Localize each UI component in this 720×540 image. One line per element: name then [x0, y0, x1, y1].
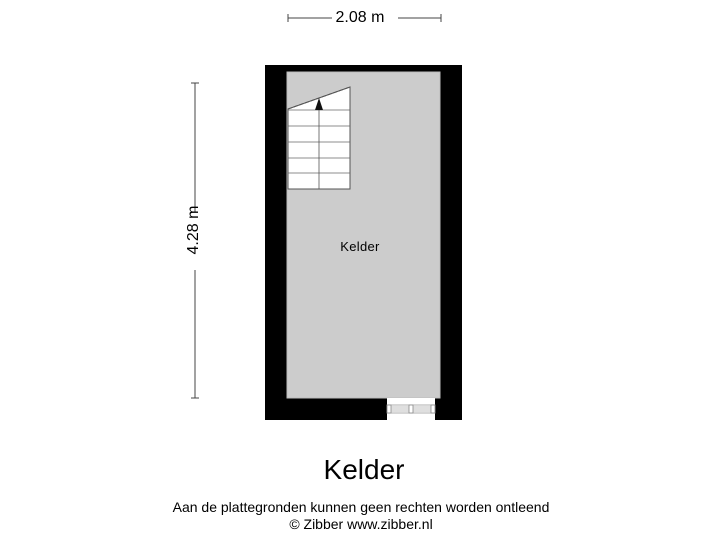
depth-dimension-line	[191, 82, 199, 399]
room-label-kelder: Kelder	[340, 239, 380, 254]
width-dimension-line	[287, 14, 442, 22]
stair-direction-arrow-icon	[315, 98, 323, 110]
depth-dimension-label: 4.28 m	[185, 205, 202, 255]
width-dimension-label: 2.08 m	[335, 9, 385, 26]
staircase	[287, 86, 351, 190]
copyright-text: © Zibber www.zibber.nl	[289, 516, 433, 532]
floor-title: Kelder	[323, 454, 405, 485]
window	[386, 398, 436, 420]
disclaimer-text: Aan de plattegronden kunnen geen rechten…	[172, 499, 550, 515]
